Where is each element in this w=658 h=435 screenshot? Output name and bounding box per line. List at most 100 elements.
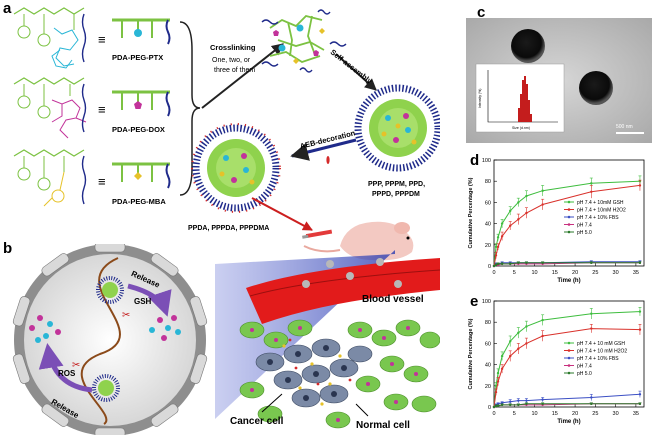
e-data-point [500,401,504,404]
e-legend-label: pH 7.4 [577,364,592,370]
e-data-point [517,399,520,402]
d-data-point [638,184,642,187]
e-data-point [500,367,504,371]
products-ppp-line2: PPPD, PPPDM [372,191,420,198]
d-data-point [509,262,512,266]
e-data-point [638,328,642,331]
d-data-point [517,218,520,221]
e-ytick-label: 20 [485,384,491,390]
d-data-point [590,190,593,193]
d-legend-marker [567,223,571,226]
e-data-point [590,327,593,330]
released-drugs-top [149,315,181,341]
e-data-point [494,384,498,387]
e-xlabel: Time (h) [557,419,580,425]
e-data-point [517,347,520,350]
d-data-point [492,264,496,268]
e-data-point [509,340,512,343]
d-data-point [525,211,528,215]
scale-bar [616,132,644,134]
d-legend-marker [567,215,571,219]
e-data-point [541,398,544,401]
released-drugs-bottom [29,315,61,343]
d-ytick-label: 80 [485,179,491,185]
ros-label: ROS [58,369,76,378]
nanoparticle-ppp [354,84,440,172]
label-pda-peg-mba: PDA-PEG-MBA [112,197,166,206]
scale-bar-label: 500 nm [616,124,633,130]
e-data-point [500,403,504,407]
e-data-point [494,390,498,394]
d-xtick-label: 0 [492,270,495,276]
blood-vessel-label: Blood vessel [362,294,424,305]
e-ytick-label: 40 [485,363,491,369]
products-ppp-line1: PPP, PPPM, PPD, [368,181,425,188]
d-xtick-label: 35 [633,270,639,276]
d-data-point [590,261,593,265]
e-legend-label: pH 7.4 + 10 mM GSH [577,341,625,347]
molecule-ptx-structure [13,7,87,69]
d-series-line-1 [493,184,640,267]
e-data-point [492,405,496,409]
tissue-illustration [239,258,440,429]
d-legend-marker [567,208,571,211]
e-data-point [638,310,642,313]
d-data-point [500,262,504,266]
crosslinking-sub-2: three of them [214,67,255,74]
gsh-label: GSH [134,297,152,306]
e-data-point [638,402,642,406]
d-xtick-label: 30 [613,270,619,276]
label-pda-peg-ptx: PDA-PEG-PTX [112,53,163,62]
scissors-icon-bottom: ✂ [72,360,80,371]
d-plot-frame [493,159,645,267]
normal-cell-pointer [355,403,369,417]
e-legend-marker [567,349,571,352]
equiv-symbol-3: ≡ [98,174,106,189]
e-data-point [509,354,512,358]
e-xtick-label: 5 [513,411,516,417]
size-distribution-inset: Size (d.nm) Intensity (%) [475,63,565,133]
mouse-eye-icon [406,236,410,240]
d-legend-marker [567,200,571,204]
panel-label-d: d [470,152,480,169]
e-xtick-label: 30 [613,411,619,417]
e-xtick-label: 25 [592,411,598,417]
e-plot-frame [493,300,645,408]
e-legend-marker [567,341,571,345]
cancer-cell-label: Cancer cell [230,416,284,427]
molecule-dox-schematic [112,90,171,117]
e-data-point [525,325,528,328]
panel-label-b: b [3,240,13,257]
equiv-symbol-2: ≡ [98,102,106,117]
e-legend-label: pH 7.4 + 10 mM H2O2 [577,349,627,355]
particle-bottom [92,374,120,402]
scissors-icon-top: ✂ [122,310,130,321]
d-xtick-label: 10 [531,270,537,276]
molecule-dox-structure [13,77,87,139]
crosslinking-sub-1: One, two, or [212,57,251,64]
e-xtick-label: 10 [531,411,537,417]
d-xtick-label: 15 [552,270,558,276]
crosslinking-label: Crosslinking [210,43,256,52]
d-data-point [494,245,498,249]
label-pda-peg-dox: PDA-PEG-DOX [112,125,165,134]
d-data-point [541,203,544,206]
release-arrow-top [127,283,172,317]
injection-arrow [251,197,313,231]
tem-particle-2 [579,71,613,105]
d-data-point [494,263,498,267]
equiv-symbol-1: ≡ [98,32,106,47]
d-data-point [638,261,642,265]
e-data-point [525,342,528,345]
e-data-point [494,404,498,408]
e-data-point [517,331,520,334]
e-ytick-label: 80 [485,320,491,326]
d-data-point [496,236,500,239]
e-data-point [541,402,544,406]
tem-particle-1 [511,29,545,63]
molecule-ptx-schematic [112,18,171,45]
e-data-point [638,393,642,396]
e-xtick-label: 20 [572,411,578,417]
e-data-point [509,403,512,407]
e-series-line-1 [493,328,640,408]
